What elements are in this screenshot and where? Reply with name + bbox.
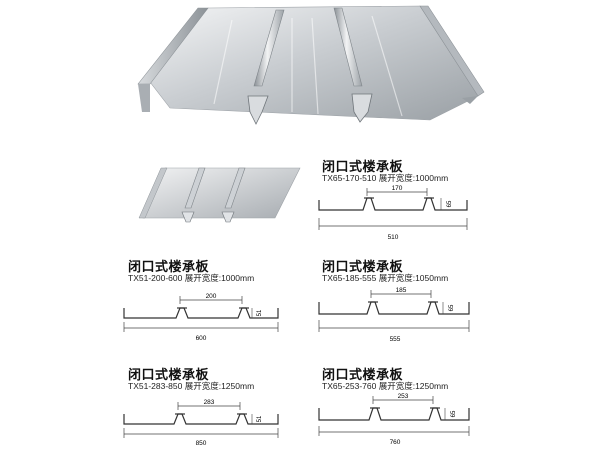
product-title: 闭口式楼承板 [128,367,210,382]
product-unfold-width: 展开宽度:1250mm [184,381,255,391]
dimension-pitch: 253 [398,393,409,400]
product-unfold-width: 展开宽度:1250mm [378,381,449,391]
profile-diagram: 200 51 600 [123,293,279,342]
dimension-total: 510 [388,234,399,241]
dimension-total: 850 [196,440,207,447]
product-spec: TX65-170-510 展开宽度:1000mm [322,172,448,184]
product-model: TX65-253-760 [322,381,377,391]
product-title: 闭口式楼承板 [128,259,210,274]
profile-diagram: 170 65 510 [318,185,468,241]
profile-diagram: 283 51 850 [123,399,279,447]
large-deck-render [137,5,485,125]
product-spec: TX65-253-760 展开宽度:1250mm [322,380,448,392]
dimension-pitch: 170 [392,185,403,192]
product-title: 闭口式楼承板 [322,367,404,382]
product-title: 闭口式楼承板 [322,159,404,174]
profile-diagram: 185 65 555 [318,287,470,343]
dimension-pitch: 200 [206,293,217,300]
dimension-total: 600 [196,335,207,342]
dimension-height: 65 [451,410,457,417]
product-spec: TX65-185-555 展开宽度:1050mm [322,272,448,284]
dimension-height: 65 [447,200,453,207]
dimension-pitch: 283 [204,399,215,406]
product-model: TX65-170-510 [322,173,377,183]
dimension-total: 760 [390,439,401,446]
product-unfold-width: 展开宽度:1000mm [378,173,449,183]
dimension-pitch: 185 [396,287,407,294]
dimension-total: 555 [390,336,401,343]
product-unfold-width: 展开宽度:1000mm [184,273,255,283]
product-model: TX51-283-850 [128,381,183,391]
dimension-height: 51 [257,309,263,316]
product-spec: TX51-200-600 展开宽度:1000mm [128,272,254,284]
product-title: 闭口式楼承板 [322,259,404,274]
profile-diagram: 253 65 760 [318,393,470,446]
dimension-height: 51 [257,415,263,422]
product-spec: TX51-283-850 展开宽度:1250mm [128,380,254,392]
product-model: TX65-185-555 [322,273,377,283]
dimension-height: 65 [449,304,455,311]
product-model: TX51-200-600 [128,273,183,283]
small-deck-render [138,167,301,223]
product-unfold-width: 展开宽度:1050mm [378,273,449,283]
